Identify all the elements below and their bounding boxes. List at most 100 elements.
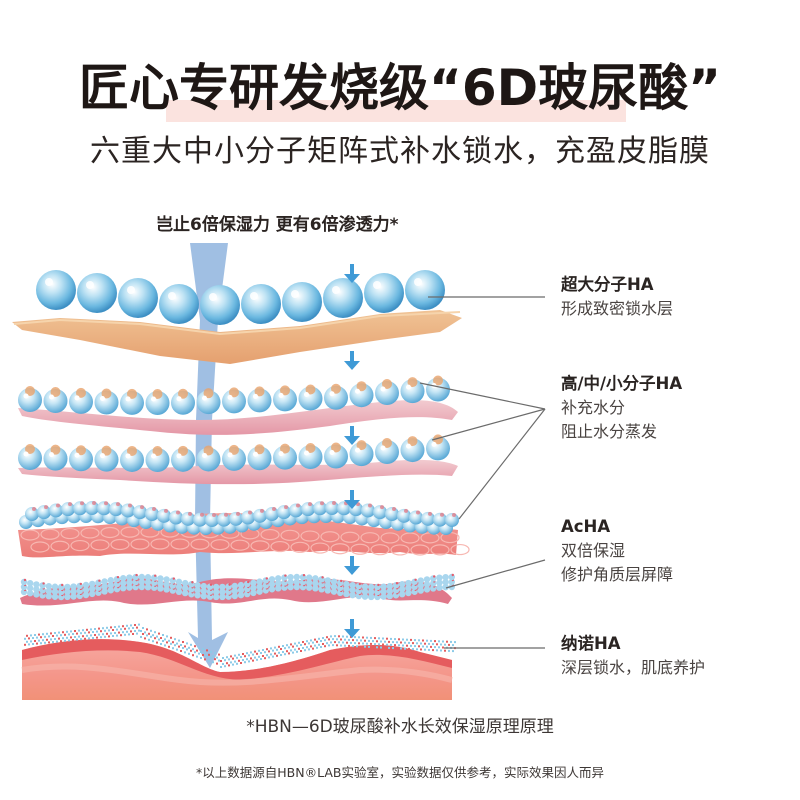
nano-particle	[268, 656, 270, 659]
nano-particle	[64, 633, 66, 636]
label-super-large-ha: 超大分子HA 形成致密锁水层	[561, 273, 673, 321]
nano-particle	[400, 647, 402, 650]
nano-particle	[324, 645, 326, 648]
water-bubble	[69, 447, 93, 472]
water-bubble	[282, 282, 322, 322]
nano-particle	[416, 642, 418, 645]
water-bubble	[256, 578, 263, 585]
water-bubble	[426, 377, 450, 402]
nano-particle	[266, 648, 268, 651]
skin-cell	[50, 540, 70, 552]
nano-particle	[140, 630, 142, 632]
nano-particle	[82, 629, 84, 632]
nano-particle	[412, 648, 414, 651]
nano-particle	[178, 645, 180, 648]
nano-particle	[338, 635, 340, 638]
nano-particle	[356, 645, 358, 648]
nano-particle	[454, 641, 456, 644]
nano-particle	[384, 640, 386, 643]
water-bubble	[433, 512, 447, 527]
nano-particle	[360, 639, 362, 642]
nano-particle	[366, 642, 368, 645]
bubble-tint	[229, 387, 239, 398]
bubble-tint	[76, 387, 86, 398]
nano-particle	[142, 633, 144, 635]
nano-particle	[380, 640, 382, 643]
bubble-tint	[340, 579, 343, 583]
nano-particle	[330, 641, 332, 644]
bubble-highlight	[49, 394, 54, 400]
water-bubble	[120, 575, 127, 582]
nano-particle	[338, 641, 340, 644]
nano-particle	[336, 638, 338, 641]
nano-particle	[196, 655, 198, 658]
water-bubble	[330, 578, 338, 585]
nano-particle	[170, 642, 172, 645]
layer-high-mid-small-ha-1	[18, 375, 458, 435]
bubble-highlight	[253, 451, 258, 457]
nano-particle	[58, 631, 60, 634]
water-bubble	[247, 446, 272, 471]
water-bubble	[37, 505, 51, 520]
bubble-highlight	[406, 384, 411, 390]
nano-particle	[262, 655, 264, 657]
bubble-tint	[42, 582, 45, 585]
water-bubble	[312, 585, 319, 592]
water-bubble	[368, 588, 375, 596]
bubble-tint	[229, 444, 239, 455]
bubble-highlight	[176, 453, 182, 459]
nano-particle	[312, 647, 314, 650]
nano-particle	[92, 631, 94, 633]
nano-particle	[440, 643, 442, 646]
water-bubble	[298, 386, 323, 411]
water-bubble	[400, 379, 425, 404]
nano-particle	[48, 635, 50, 638]
label-desc: 阻止水分蒸发	[561, 422, 658, 441]
water-bubble	[423, 576, 431, 583]
nano-particle	[138, 623, 140, 626]
nano-particle	[84, 637, 86, 640]
nano-particle	[98, 633, 100, 636]
water-bubble	[405, 579, 412, 587]
water-bubble	[364, 273, 404, 313]
bubble-tint	[200, 512, 204, 517]
nano-particle	[190, 643, 192, 646]
nano-particle	[192, 654, 194, 657]
down-arrow-icon	[344, 619, 360, 638]
water-bubble	[436, 584, 443, 591]
nano-particle	[210, 650, 212, 653]
nano-particle	[426, 645, 428, 648]
nano-particle	[114, 632, 116, 634]
water-bubble	[312, 575, 319, 582]
nano-particle	[348, 638, 350, 641]
water-bubble	[36, 270, 76, 310]
nano-particle	[370, 636, 372, 639]
nano-particle	[234, 660, 236, 663]
bubble-tint	[433, 434, 443, 445]
water-bubble	[89, 585, 96, 593]
water-bubble	[375, 381, 399, 406]
nano-particle	[150, 635, 152, 638]
water-bubble	[157, 580, 164, 587]
bubble-tint	[320, 501, 324, 506]
nano-particle	[334, 641, 336, 644]
nano-particle	[86, 628, 88, 631]
nano-particle	[340, 644, 342, 647]
nano-particle	[350, 635, 352, 638]
water-bubble	[175, 588, 183, 596]
bubble-tint	[164, 508, 168, 513]
nano-particle	[256, 658, 258, 661]
bubble-tint	[368, 503, 372, 508]
label-title: 高/中/小分子HA	[561, 374, 683, 393]
water-bubble	[213, 593, 220, 601]
nano-particle	[54, 632, 56, 634]
bubble-tint	[178, 445, 188, 456]
water-bubble	[380, 583, 387, 590]
water-bubble	[64, 588, 71, 596]
skin-cell	[150, 538, 170, 550]
nano-particle	[272, 649, 274, 652]
water-bubble	[126, 574, 133, 581]
bubble-tint	[305, 384, 316, 395]
water-bubble	[85, 501, 99, 515]
nano-particle	[386, 643, 388, 646]
